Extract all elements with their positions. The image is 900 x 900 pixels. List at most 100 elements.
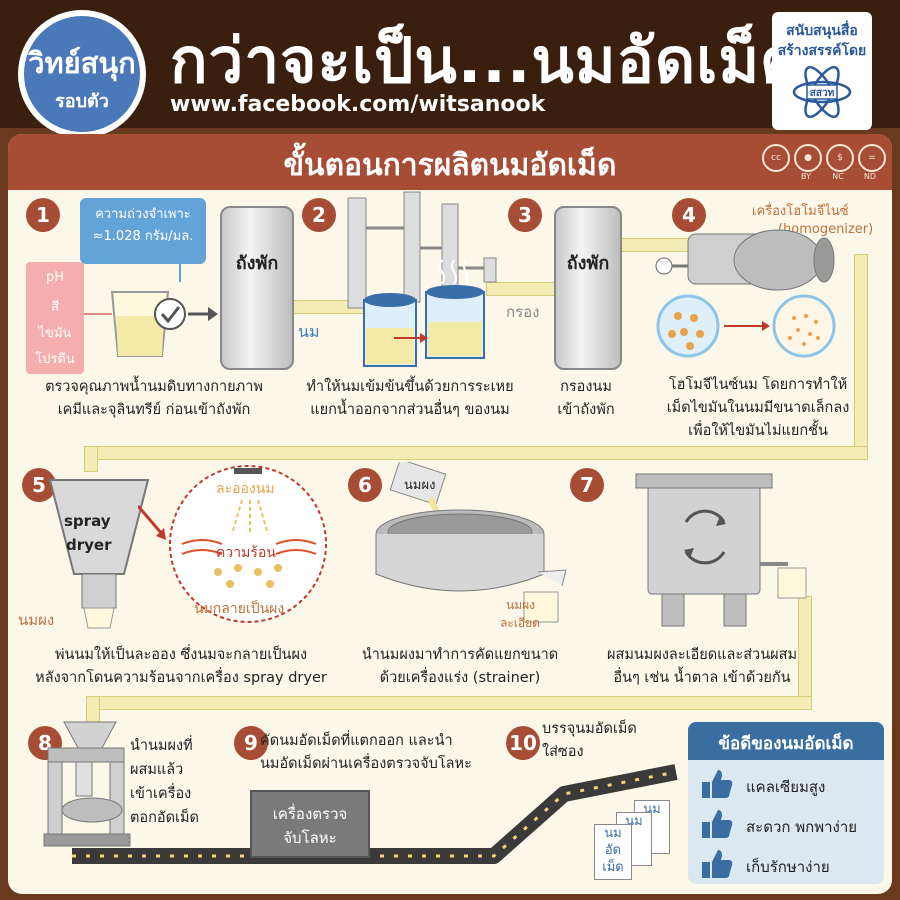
spray-dryer-label-1: spray (64, 512, 111, 530)
step-6-caption-line2: ด้วยเครื่องแร่ง (strainer) (379, 670, 541, 686)
advantages-header: ข้อดีของนมอัดเม็ด (688, 722, 884, 760)
nc-icon: $ (826, 144, 854, 172)
pipe-row1-row2 (84, 446, 868, 460)
strainer-machine (375, 462, 567, 623)
check-icon (154, 298, 186, 330)
quality-tests-box: pH สี ไขมัน โปรตีน (26, 262, 84, 374)
nd-label: ND (863, 172, 877, 181)
step-2-caption-line1: ทำให้นมเข้มข้นขึ้นด้วยการระเหย (306, 379, 514, 395)
fine-powder-label-1: นมผง (506, 598, 536, 612)
step-9-caption: คัดนมอัดเม็ดที่แตกออก และนำ นมอัดเม็ดผ่า… (260, 730, 500, 776)
header: กว่าจะเป็น...นมอัดเม็ด www.facebook.com/… (0, 0, 900, 130)
small-fat-globules-zoom (772, 294, 836, 358)
thumbs-up-icon (702, 770, 733, 798)
sponsor-line1: สนับสนุนสื่อ (786, 23, 858, 39)
step-4-caption-line2: เม็ดไขมันในนมมีขนาดเล็กลง (666, 400, 850, 416)
section-title: ขั้นตอนการผลิตนมอัดเม็ด (283, 148, 617, 183)
density-line2: ≈1.028 กรัม/มล. (92, 229, 194, 244)
tank-1-label: ถังพัก (235, 253, 279, 274)
advantage-storage: เก็บรักษาง่าย (746, 858, 830, 876)
gauge-icon (655, 257, 673, 275)
process-panel: ขั้นตอนการผลิตนมอัดเม็ด cc ● $ = BY NC N… (8, 134, 892, 894)
by-icon: ● (794, 144, 822, 172)
homogenizer-label-th: เครื่องโฮโมจีไนซ์ (752, 204, 849, 219)
witsanook-logo: วิทย์สนุก รอบตัว (18, 10, 146, 138)
sponsor-logo-text: สสวท (810, 88, 835, 99)
evaporator-machine (347, 191, 497, 367)
step-5-caption-line2: หลังจากโดนความร้อนจากเครื่อง spray dryer (35, 670, 327, 686)
logo-line1: วิทย์สนุก (28, 46, 136, 80)
step-1-caption: ตรวจคุณภาพน้ำนมดิบทางกายภาพ เคมีและจุลิน… (14, 376, 294, 422)
step-5-caption-line1: พ่นนมให้เป็นละออง ซึ่งนมจะกลายเป็นผง (54, 647, 308, 663)
step-8-caption-line1: นำนมผงที่ (130, 738, 193, 754)
density-line1: ความถ่วงจำเพาะ (95, 207, 191, 222)
advantage-portable: สะดวก พกพาง่าย (746, 818, 858, 836)
spray-dryer-zoom (138, 465, 327, 623)
logo-line2: รอบตัว (55, 91, 109, 112)
step-1-caption-line1: ตรวจคุณภาพน้ำนมดิบทางกายภาพ (45, 379, 263, 395)
milk-becomes-powder-label: นมกลายเป็นผง (194, 601, 285, 617)
density-callout: ความถ่วงจำเพาะ ≈1.028 กรัม/มล. (80, 198, 206, 264)
step-2-caption: ทำให้นมเข้มข้นขึ้นด้วยการระเหย แยกน้ำออก… (294, 376, 526, 422)
test-ph: pH (45, 270, 65, 285)
storage-tank-1: ถังพัก (220, 206, 294, 370)
step-1-number: 1 (26, 198, 60, 232)
step-8-caption: นำนมผงที่ ผสมแล้ว เข้าเครื่อง ตอกอัดเม็ด (130, 734, 212, 830)
sponsor-line2: สร้างสรรค์โดย (777, 43, 867, 59)
cc-icon: cc (762, 144, 790, 172)
step-4-number: 4 (672, 198, 706, 232)
step-3-number: 3 (508, 198, 542, 232)
filter-pipe-label: กรอง (506, 303, 540, 321)
section-header: ขั้นตอนการผลิตนมอัดเม็ด cc ● $ = BY NC N… (8, 134, 892, 190)
step-2-caption-line2: แยกน้ำออกจากส่วนอื่นๆ ของนม (310, 402, 510, 418)
step-6-number: 6 (348, 468, 382, 502)
facebook-url[interactable]: www.facebook.com/witsanook (170, 92, 546, 117)
test-protein: โปรตีน (35, 352, 75, 367)
fine-powder-label-2: ละเอียด (500, 616, 540, 630)
packet-line3: เม็ด (602, 860, 624, 875)
pipe-row2-row3 (86, 696, 812, 710)
step-10-caption-line2: ใส่ซอง (542, 744, 584, 760)
by-label: BY (801, 172, 811, 181)
advantage-calcium: แคลเซียมสูง (746, 778, 826, 796)
step-8-caption-line4: ตอกอัดเม็ด (130, 810, 199, 826)
step-9-caption-line1: คัดนมอัดเม็ดที่แตกออก และนำ (260, 733, 453, 749)
step-3-caption-line2: เข้าถังพัก (557, 402, 615, 418)
step-1-caption-line2: เคมีและจุลินทรีย์ ก่อนเข้าถังพัก (57, 402, 251, 418)
storage-tank-2: ถังพัก (554, 206, 622, 370)
spray-droplets-label: ละอองนม (216, 481, 275, 497)
step-7-caption: ผสมนมผงละเอียดและส่วนผสม อื่นๆ เช่น น้ำต… (588, 644, 816, 690)
step-4-caption: โฮโมจีไนซ์นม โดยการทำให้ เม็ดไขมันในนมมี… (642, 374, 874, 443)
powder-bag-label: นมผง (404, 478, 436, 493)
metal-detector-label-2: จับโลหะ (283, 829, 337, 847)
packet-line1: นม (604, 826, 622, 841)
homogenizer-machine (655, 229, 836, 358)
large-fat-globules-zoom (656, 294, 720, 358)
step-9-number: 9 (234, 726, 268, 760)
test-color: สี (51, 300, 59, 315)
page-title: กว่าจะเป็น...นมอัดเม็ด (170, 24, 802, 97)
step-8-caption-line2: ผสมแล้ว (130, 762, 184, 778)
conveyor-belt (72, 764, 678, 864)
nc-label: NC (832, 172, 844, 181)
step-2-number: 2 (302, 198, 336, 232)
step-7-number: 7 (570, 468, 604, 502)
tank-2-label: ถังพัก (566, 253, 610, 274)
metal-detector-label-1: เครื่องตรวจ (272, 805, 348, 823)
sponsor-badge: สนับสนุนสื่อ สร้างสรรค์โดย สสวท (772, 12, 872, 130)
nd-icon: = (858, 144, 886, 172)
advantages-box: ข้อดีของนมอัดเม็ด แคลเซียมสูง สะดวก พกพา… (688, 722, 884, 884)
advantages-title: ข้อดีของนมอัดเม็ด (718, 734, 854, 754)
step-6-caption-line1: นำนมผงมาทำการคัดแยกขนาด (361, 647, 559, 663)
step-3-caption-line1: กรองนม (560, 379, 612, 395)
step-6-caption: นำนมผงมาทำการคัดแยกขนาด ด้วยเครื่องแร่ง … (344, 644, 576, 690)
milk-tablet-packet: นม อัด เม็ด (594, 824, 632, 880)
ipst-atom-logo: สสวท (792, 65, 852, 119)
step-4-caption-line1: โฮโมจีไนซ์นม โดยการทำให้ (668, 377, 848, 393)
step-5-caption: พ่นนมให้เป็นละออง ซึ่งนมจะกลายเป็นผง หลั… (16, 644, 346, 690)
spray-dryer-label-2: dryer (66, 536, 112, 554)
step-9-caption-line2: นมอัดเม็ดผ่านเครื่องตรวจจับโลหะ (260, 756, 472, 772)
step-7-caption-line2: อื่นๆ เช่น น้ำตาล เข้าด้วยกัน (613, 670, 791, 686)
milk-glass-check (84, 264, 218, 357)
step-4-caption-line3: เพื่อให้ไขมันไม่แยกชั้น (688, 423, 828, 439)
